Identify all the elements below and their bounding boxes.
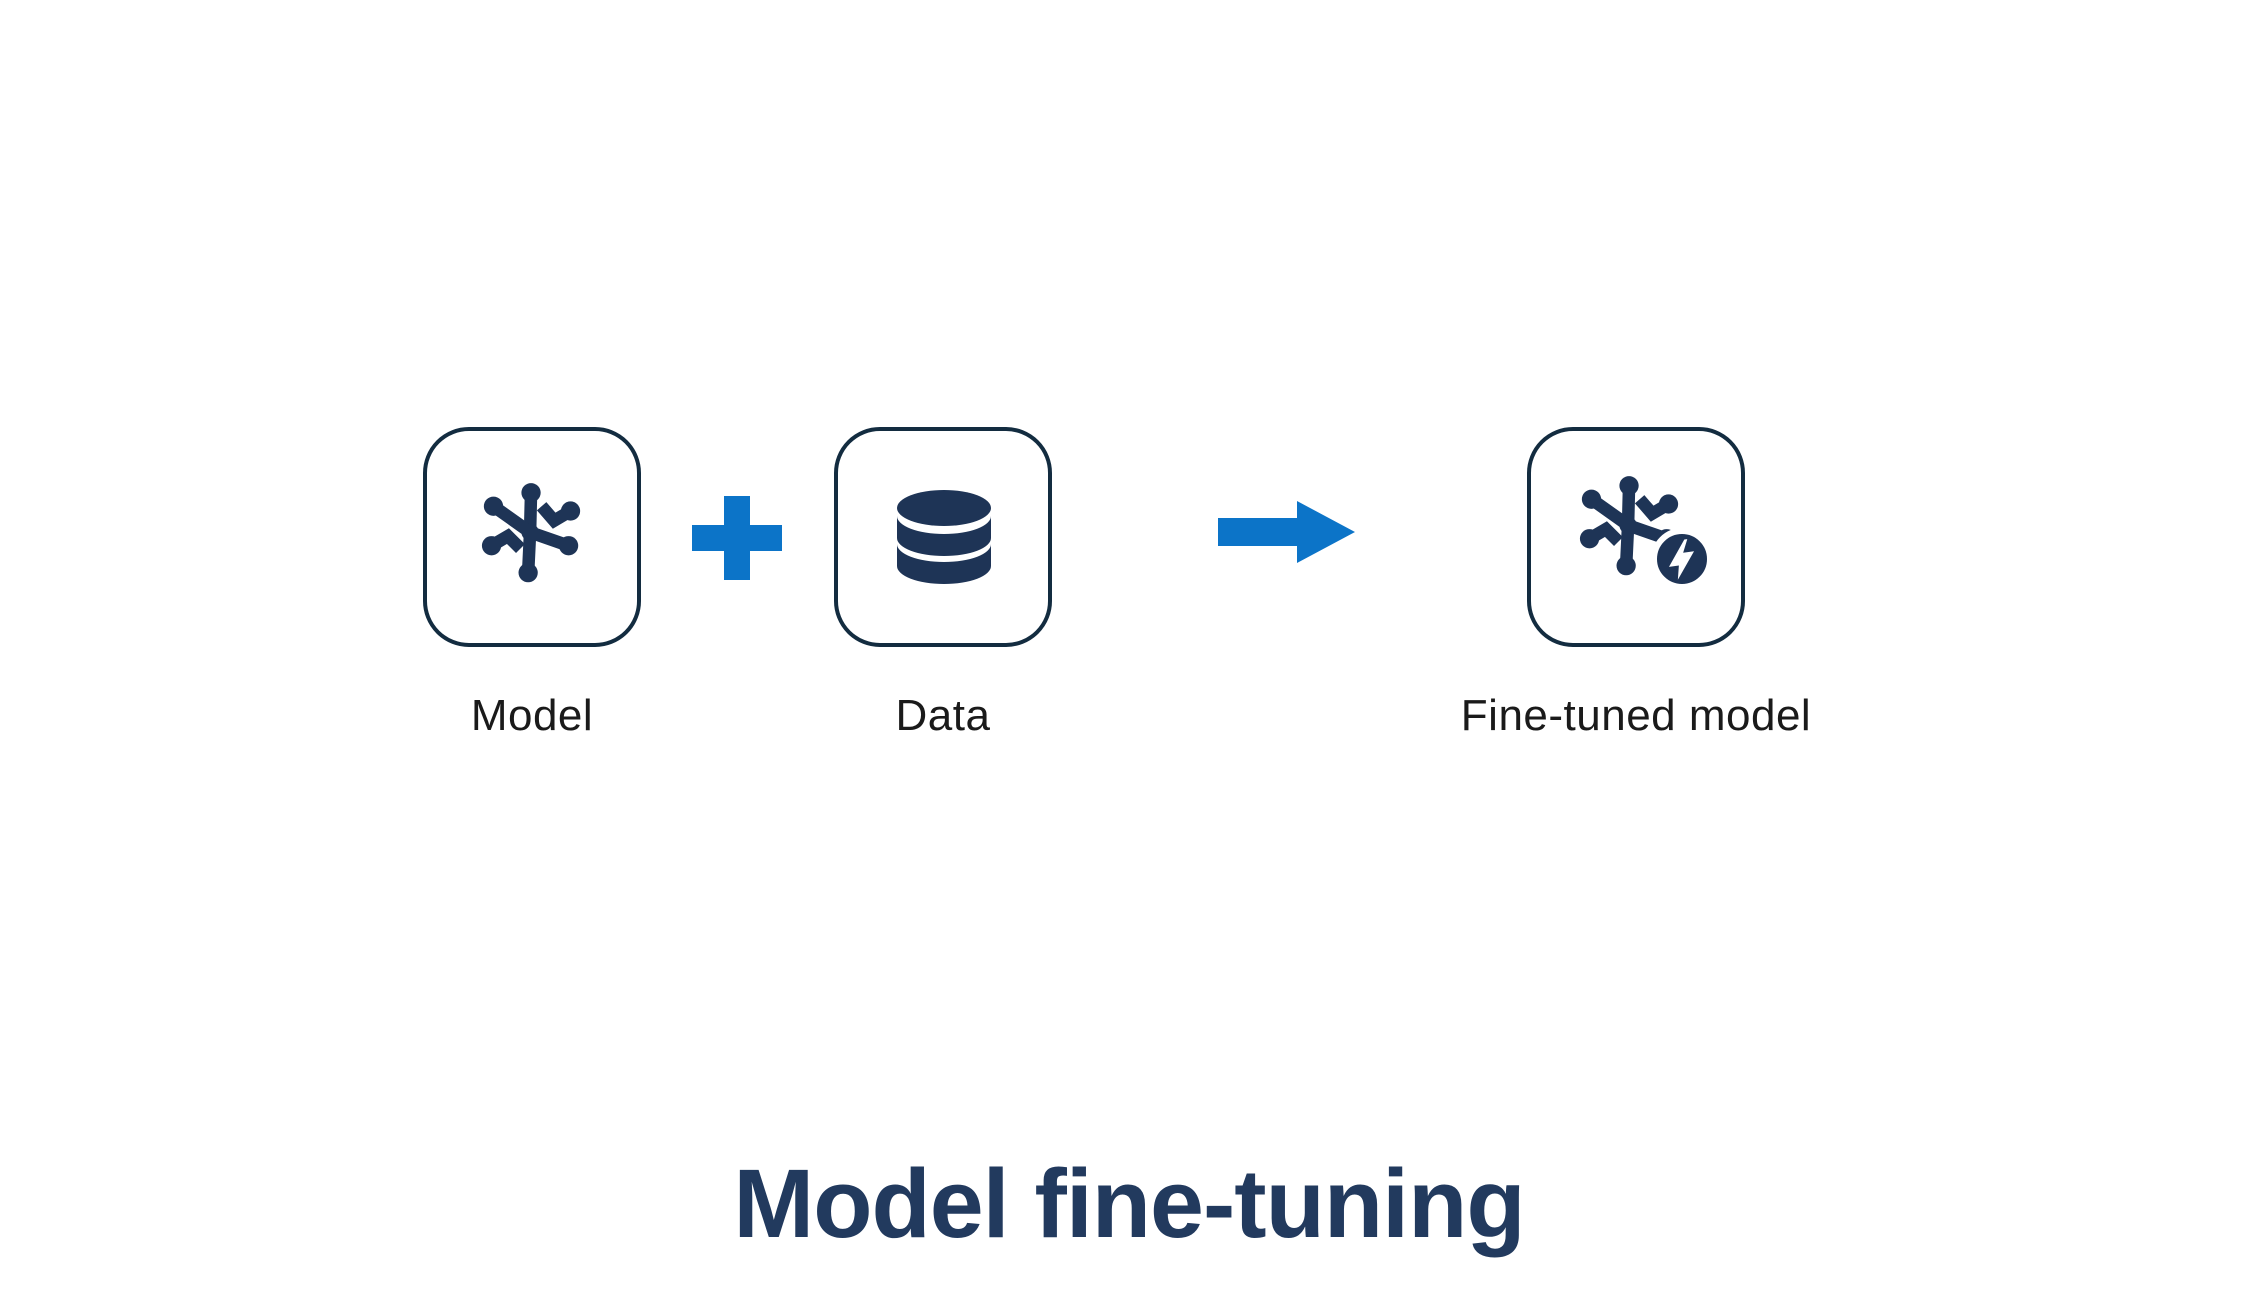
fine-tuned-model-icon [1531,431,1741,643]
diagram-title: Model fine-tuning [733,1149,1525,1258]
fine-tuned-model-label: Fine-tuned model [1460,691,1812,740]
fine-tuned-model-box [1527,427,1745,647]
data-label: Data [895,691,991,740]
data-box [834,427,1052,647]
plus-icon [692,496,782,580]
model-network-icon [480,480,584,601]
lightning-badge-icon [1646,523,1718,600]
model-label: Model [470,691,594,740]
database-icon [894,486,994,595]
model-box [423,427,641,647]
arrow-right-icon [1218,501,1355,563]
